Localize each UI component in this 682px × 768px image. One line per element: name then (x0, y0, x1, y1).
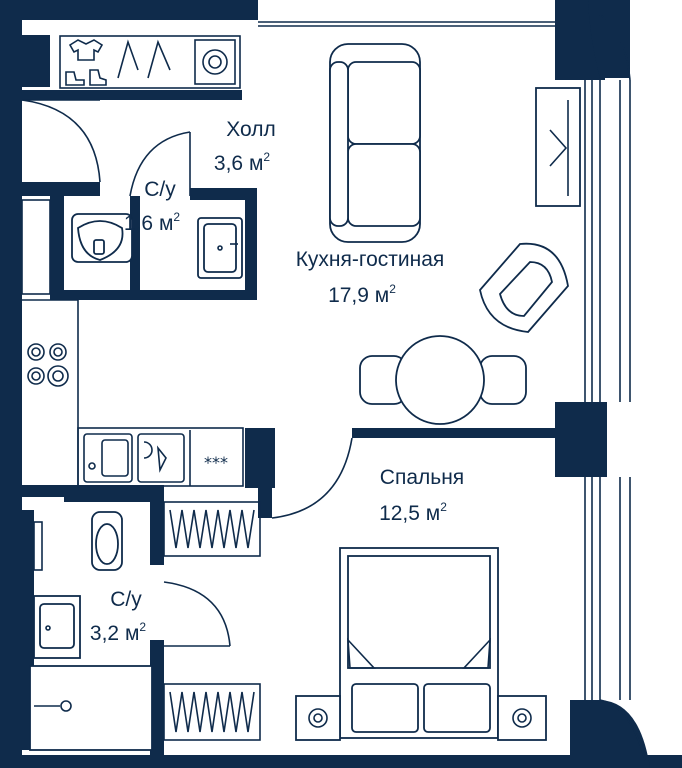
nightstand-left-icon (295, 695, 341, 741)
hall-wardrobe (59, 35, 241, 89)
bedroom-name: Спальня (380, 466, 464, 489)
bath-small-name: С/у (144, 178, 176, 201)
bedroom-door (271, 437, 353, 519)
room-label-hall: Холл 3,6 м2 (214, 118, 276, 175)
bed-icon (339, 547, 499, 739)
dining-table-icon (359, 335, 527, 425)
hanger-icon (117, 39, 171, 79)
utility-niche (21, 199, 51, 295)
bath-large-area: 3,2 м2 (90, 620, 146, 645)
clothes-icon (65, 39, 107, 86)
washing-machine-icon (33, 521, 43, 571)
shower-icon (29, 665, 153, 751)
bath-small-area: 1,6 м2 (124, 210, 180, 235)
toilet-large-icon (91, 511, 123, 571)
sink-icon (197, 217, 243, 279)
kitchen-living-area: 17,9 м2 (328, 282, 396, 307)
interior-walls (0, 90, 555, 755)
nightstand-right-icon (497, 695, 547, 741)
hall-area: 3,6 м2 (214, 150, 270, 175)
room-label-kitchen-living: Кухня-гостиная 17,9 м2 (296, 248, 445, 307)
kitchen-base (77, 427, 244, 487)
bedroom-area: 12,5 м2 (379, 500, 447, 525)
cooktop-icon: *** (204, 453, 228, 472)
room-label-bath-large: С/у 3,2 м2 (90, 588, 146, 645)
kitchen-counter (22, 299, 79, 488)
window-glazing (258, 14, 646, 761)
armchair-icon (479, 242, 569, 333)
tv-icon (535, 87, 581, 207)
kitchen-sink-icon (88, 439, 129, 477)
bath-small-door (129, 131, 191, 197)
sofa-icon (329, 43, 421, 243)
bath-large-name: С/у (110, 588, 142, 611)
washbasin-icon (33, 595, 81, 659)
bath-large-door (163, 581, 231, 647)
svg-text:***: *** (204, 453, 228, 472)
kitchen-living-name: Кухня-гостиная (296, 248, 445, 271)
wardrobe-icon (163, 501, 261, 741)
room-label-bath-small: С/у 1,6 м2 (124, 178, 180, 235)
entry-door (21, 99, 101, 183)
stove-icon (27, 343, 69, 387)
toilet-icon (71, 213, 133, 263)
dishwasher-icon (143, 441, 167, 473)
room-label-bedroom: Спальня 12,5 м2 (379, 466, 464, 525)
hall-name: Холл (226, 118, 276, 141)
